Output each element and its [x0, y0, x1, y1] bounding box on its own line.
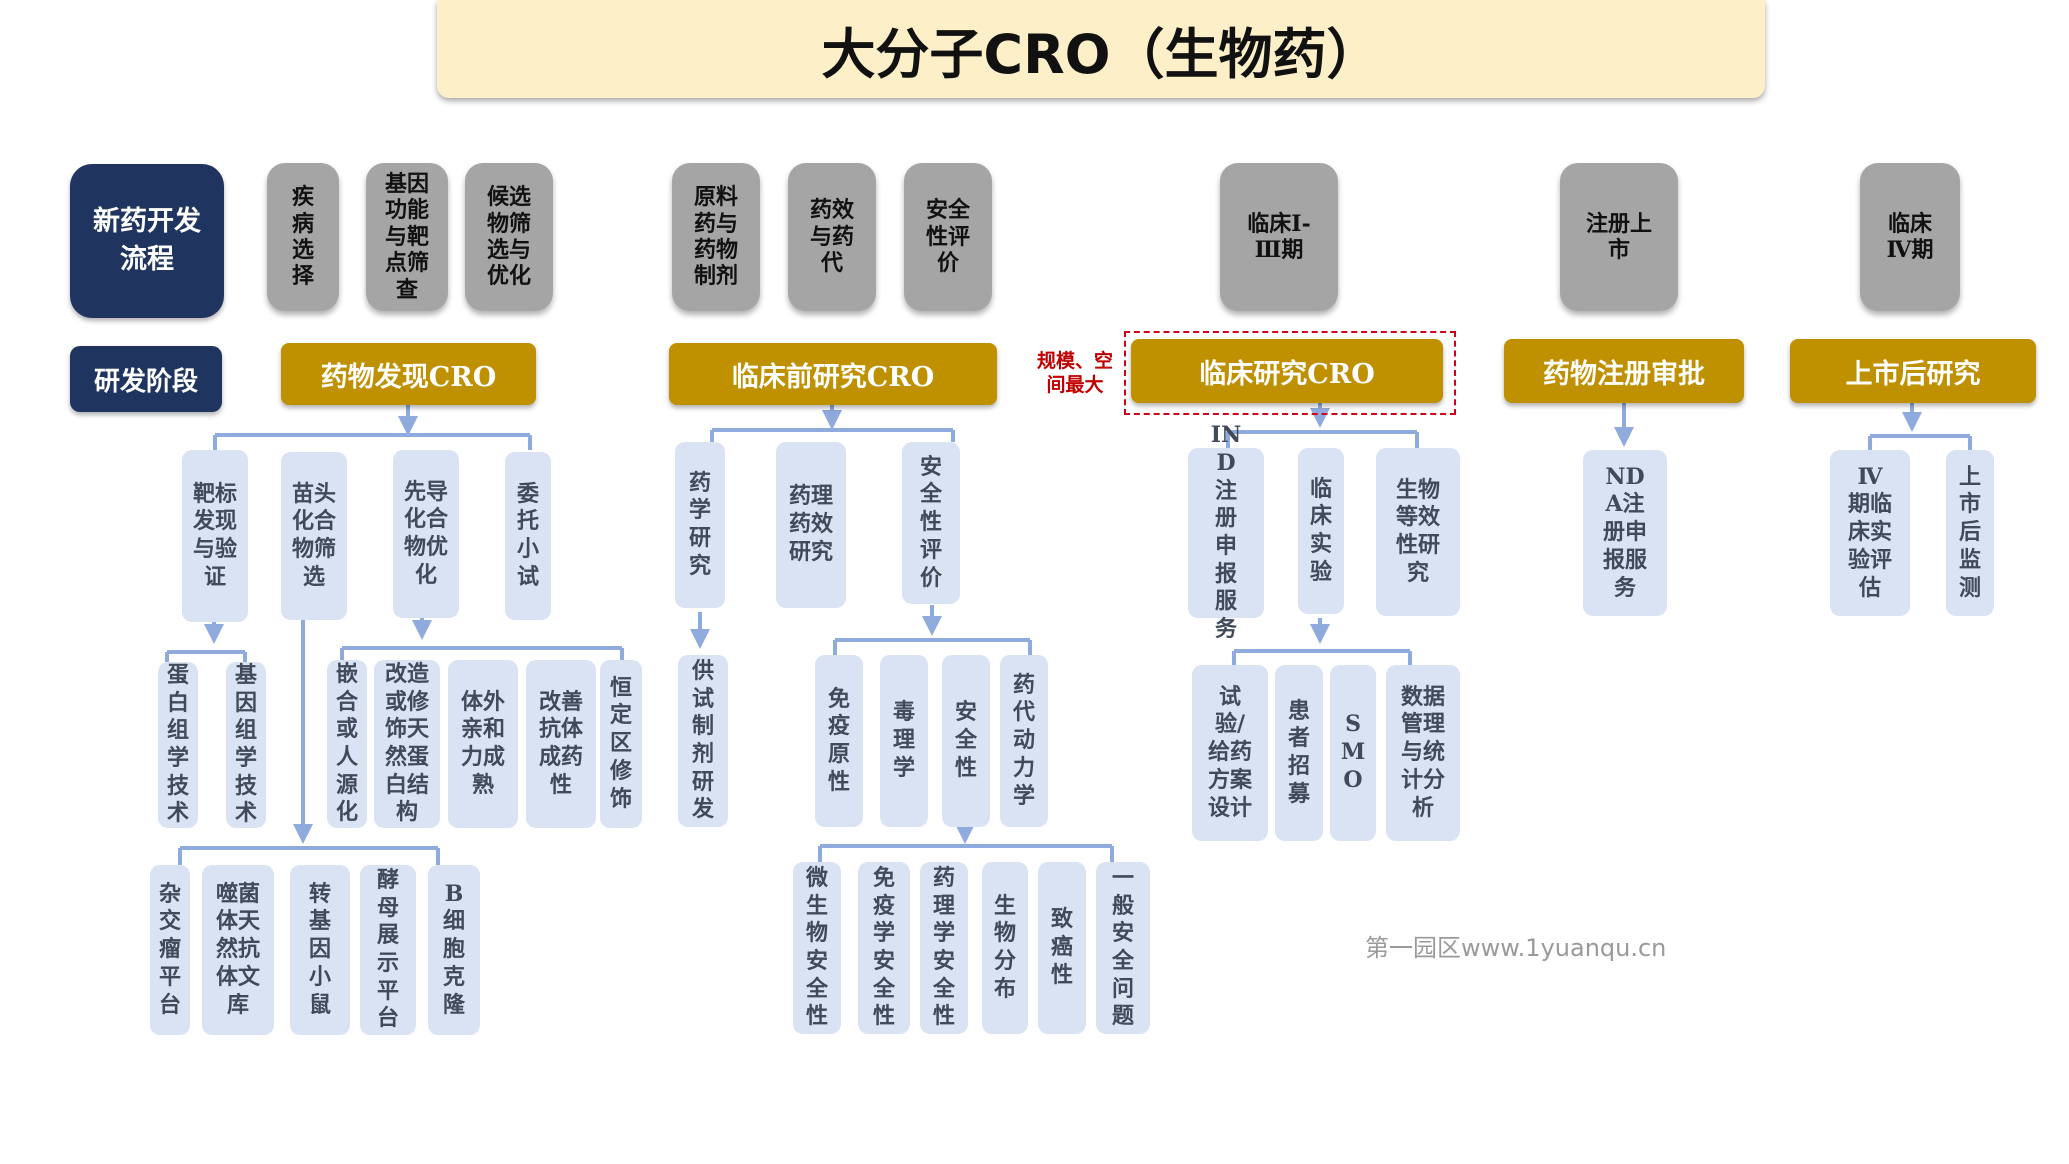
step-efficacy-pk: 药效与药代 [788, 163, 876, 311]
process-label: 新药开发流程 [70, 164, 224, 318]
node-test-formulation: 供试制剂研发 [678, 655, 728, 827]
step-disease-selection: 疾病选择 [267, 163, 339, 311]
stage-drug-discovery-cro: 药物发现CRO [281, 343, 536, 405]
step-registration: 注册上市 [1560, 163, 1678, 311]
highlight-note: 规模、空间最大 [1036, 350, 1113, 396]
node-pharmaceutics: 药学研究 [675, 442, 725, 608]
watermark-text: 第一园区www.1yuanqu.cn [1365, 934, 1667, 962]
node-target-discovery: 靶标发现与验证 [182, 450, 248, 622]
node-genomics: 基因组学技术 [226, 662, 266, 828]
node-hybridoma: 杂交瘤平台 [150, 865, 190, 1035]
node-safety: 安全性 [942, 655, 990, 827]
node-proteomics: 蛋白组学技术 [158, 662, 198, 828]
node-data-management: 数据管理与统计分析 [1386, 665, 1460, 841]
node-affinity-maturation: 体外亲和力成熟 [448, 660, 518, 828]
node-microbial-safety: 微生物安全性 [793, 862, 841, 1034]
node-phage-library: 噬菌体天然抗体文库 [202, 865, 274, 1035]
node-transgenic-mouse: 转基因小鼠 [290, 865, 350, 1035]
highlight-box [1124, 331, 1456, 415]
node-safety-eval: 安全性评价 [902, 442, 960, 604]
node-lead-optimization: 先导化合物优化 [393, 450, 459, 618]
node-hit-screening: 苗头化合物筛选 [281, 452, 347, 620]
node-immunogenicity: 免疫原性 [815, 655, 863, 827]
step-clinical-4: 临床Ⅳ期 [1860, 163, 1960, 311]
node-toxicology: 毒理学 [880, 655, 928, 827]
node-pharmacokinetics: 药代动力学 [1000, 655, 1048, 827]
node-pharmacology: 药理药效研究 [776, 442, 846, 608]
node-chimeric-humanized: 嵌合或人源化 [327, 660, 367, 828]
node-trial-design: 试验/给药方案设计 [1192, 665, 1268, 841]
node-patient-recruitment: 患者招募 [1275, 665, 1323, 841]
node-phase4-trial: Ⅳ期临床实验评估 [1830, 450, 1910, 616]
node-modified-protein: 改造或修饰天然蛋白结构 [374, 660, 440, 828]
page-title: 大分子CRO（生物药） [437, 0, 1765, 98]
stage-post-market: 上市后研究 [1790, 339, 2036, 403]
step-clinical-1-3: 临床Ⅰ-Ⅲ期 [1220, 163, 1338, 311]
node-smo: SMO [1330, 665, 1376, 841]
step-gene-target-screening: 基因功能与靶点筛查 [366, 163, 448, 311]
stage-label: 研发阶段 [70, 346, 222, 412]
stage-preclinical-cro: 临床前研究CRO [669, 343, 997, 405]
node-clinical-trial: 临床实验 [1298, 448, 1344, 614]
node-constant-region: 恒定区修饰 [600, 660, 642, 828]
node-biodistribution: 生物分布 [982, 862, 1028, 1034]
node-commissioned-trial: 委托小试 [505, 452, 551, 620]
node-bioequivalence: 生物等效性研究 [1376, 448, 1460, 616]
stage-clinical-cro: 临床研究CRO [1131, 339, 1443, 403]
node-pharmacology-safety: 药理学安全性 [920, 862, 968, 1034]
node-general-safety: 一般安全问题 [1096, 862, 1150, 1034]
stage-registration-approval: 药物注册审批 [1504, 339, 1744, 403]
node-ind-filing: IND注册申报服务 [1188, 422, 1264, 642]
node-yeast-display: 酵母展示平台 [360, 865, 416, 1035]
step-safety-evaluation: 安全性评价 [904, 163, 992, 311]
node-carcinogenicity: 致癌性 [1038, 862, 1086, 1034]
node-nda-filing: NDA注册申报服务 [1583, 450, 1667, 616]
step-api-formulation: 原料药与药物制剂 [672, 163, 760, 311]
node-post-market-monitoring: 上市后监测 [1946, 450, 1994, 616]
node-immunology-safety: 免疫学安全性 [858, 862, 910, 1034]
node-b-cell-cloning: B细胞克隆 [428, 865, 480, 1035]
step-candidate-screening: 候选物筛选与优化 [465, 163, 553, 311]
node-antibody-druggability: 改善抗体成药性 [526, 660, 596, 828]
